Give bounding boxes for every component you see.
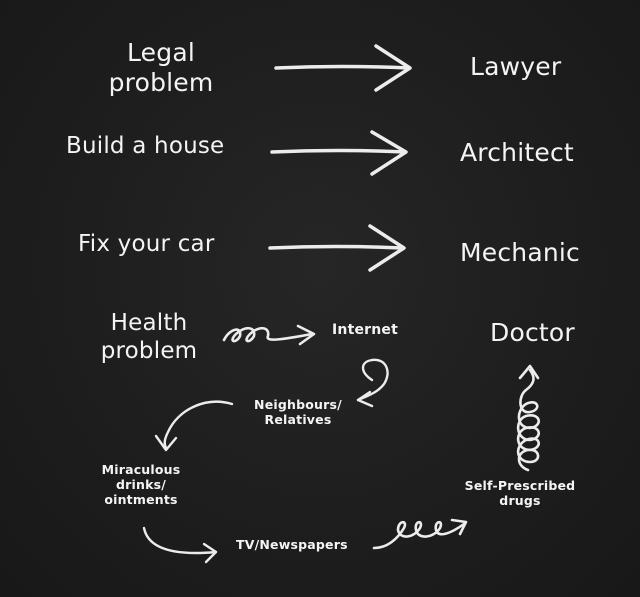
miraculous-drinks-label: Miraculous drinks/ ointments — [101, 462, 181, 507]
long-arrow-icon — [268, 224, 406, 272]
curved-arrow-icon — [154, 400, 234, 452]
spiral-arrow-icon — [516, 364, 540, 472]
curved-arrow-icon — [142, 526, 218, 564]
lawyer-label: Lawyer — [470, 52, 562, 81]
legal-problem-label: Legal problem — [108, 38, 214, 97]
self-prescribed-drugs-label: Self-Prescribed drugs — [464, 478, 576, 508]
doctor-label: Doctor — [490, 318, 575, 347]
long-arrow-icon — [270, 130, 408, 176]
squiggle-arrow-icon — [372, 518, 468, 550]
fix-car-label: Fix your car — [78, 231, 215, 257]
build-house-label: Build a house — [66, 133, 225, 159]
neighbours-relatives-label: Neighbours/ Relatives — [254, 397, 342, 427]
architect-label: Architect — [460, 138, 574, 167]
mechanic-label: Mechanic — [460, 238, 580, 267]
internet-label: Internet — [332, 322, 399, 338]
health-problem-label: Health problem — [100, 310, 198, 364]
tv-newspapers-label: TV/Newspapers — [236, 537, 348, 552]
long-arrow-icon — [274, 44, 412, 92]
curved-arrow-icon — [356, 358, 389, 408]
squiggle-arrow-icon — [222, 324, 316, 346]
